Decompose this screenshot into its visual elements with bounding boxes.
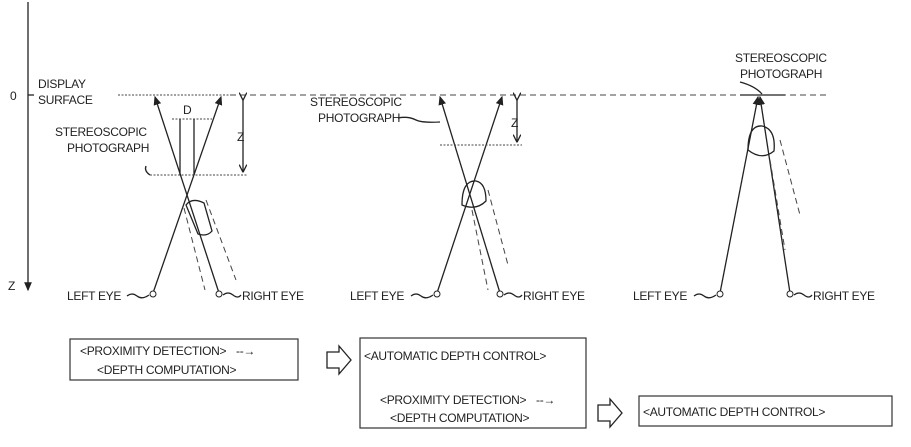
panel-3: STEREOSCOPIC PHOTOGRAPH LEFT EYE RIGHT E… — [633, 51, 875, 303]
stereo-photo-label-2: PHOTOGRAPH — [67, 141, 149, 155]
panel-2: Z STEREOSCOPIC PHOTOGRAPH LEFT EYE RIGHT… — [310, 95, 585, 303]
flow-arrow-2 — [597, 397, 623, 429]
d-label: D — [183, 103, 192, 117]
display-surface-label: DISPLAY — [38, 77, 86, 91]
stereo-photo-label-2: PHOTOGRAPH — [740, 67, 822, 81]
finger — [185, 199, 213, 236]
flow-step-2: <AUTOMATIC DEPTH CONTROL> <PROXIMITY DET… — [359, 337, 587, 429]
axis-origin-label: 0 — [10, 89, 17, 103]
right-eye-label: RIGHT EYE — [813, 289, 875, 303]
right-eye-label: RIGHT EYE — [242, 289, 304, 303]
svg-text:--→: --→ — [236, 344, 255, 358]
stereo-photo-label: STEREOSCOPIC — [310, 95, 402, 109]
auto-depth-control-label: <AUTOMATIC DEPTH CONTROL> — [364, 349, 546, 363]
display-surface-label-2: SURFACE — [38, 93, 93, 107]
flow-step-1: <PROXIMITY DETECTION> --→ <DEPTH COMPUTA… — [69, 338, 299, 381]
panel-1: D Z STEREOSCOPIC PHOTOGRAPH LEFT EYE RIG… — [55, 97, 304, 303]
finger — [461, 180, 487, 208]
flow-step-3: <AUTOMATIC DEPTH CONTROL> — [638, 395, 893, 427]
auto-depth-control-label: <AUTOMATIC DEPTH CONTROL> — [643, 405, 825, 419]
z-axis: 0 Z — [8, 2, 34, 293]
left-eye-label: LEFT EYE — [633, 289, 687, 303]
proximity-detection-label: <PROXIMITY DETECTION> — [380, 393, 526, 407]
svg-text:--→: --→ — [536, 393, 555, 407]
flow-arrow-1 — [326, 344, 352, 376]
stereo-photo-label-2: PHOTOGRAPH — [318, 111, 400, 125]
stereo-photo-label: STEREOSCOPIC — [735, 51, 827, 65]
proximity-detection-label: <PROXIMITY DETECTION> — [80, 344, 226, 358]
left-eye-label: LEFT EYE — [67, 289, 121, 303]
depth-computation-label: <DEPTH COMPUTATION> — [390, 411, 529, 425]
finger — [747, 125, 775, 157]
z-dimension-label-2: Z — [511, 116, 518, 130]
left-eye-label: LEFT EYE — [350, 289, 404, 303]
depth-computation-label: <DEPTH COMPUTATION> — [97, 363, 236, 377]
z-dimension-label: Z — [237, 130, 244, 144]
stereo-photo-label: STEREOSCOPIC — [55, 125, 147, 139]
right-eye-label: RIGHT EYE — [523, 289, 585, 303]
axis-z-label: Z — [8, 279, 15, 293]
